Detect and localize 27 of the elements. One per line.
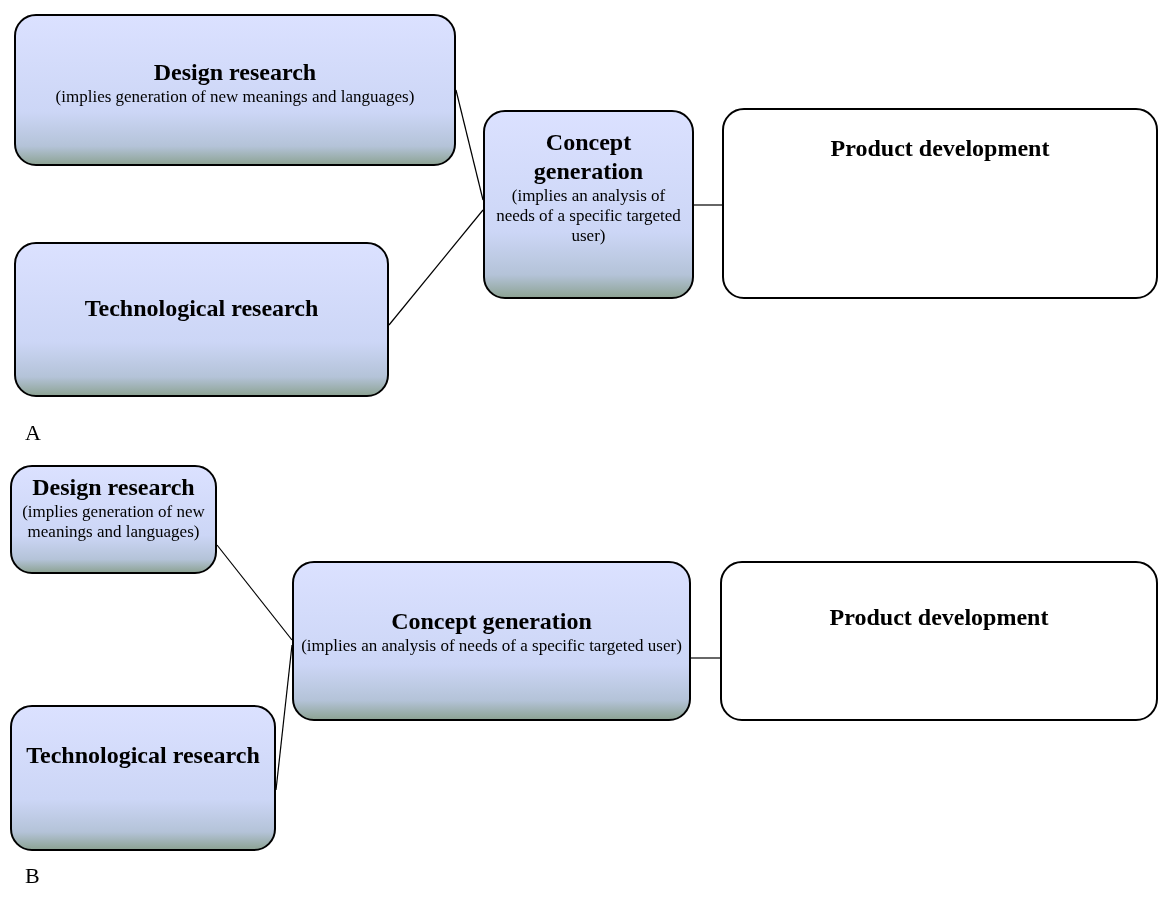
node-description: (implies an analysis of needs of a specific targeted user) bbox=[300, 636, 683, 656]
gradient-box bbox=[483, 110, 694, 299]
node-description: (implies generation of new meanings and languages) bbox=[21, 502, 206, 542]
gradient-box bbox=[14, 14, 456, 166]
panel-label: B bbox=[25, 863, 40, 889]
node-title: Design research bbox=[152, 58, 318, 87]
connector-line bbox=[693, 204, 723, 206]
node-title: Concept generation bbox=[532, 128, 645, 186]
gradient-box bbox=[14, 242, 389, 397]
process-box bbox=[722, 108, 1158, 299]
node-description: (implies generation of new meanings and languages) bbox=[54, 87, 416, 107]
connector-line bbox=[388, 209, 484, 326]
node-title: Technological research bbox=[25, 741, 261, 770]
connector-line bbox=[216, 544, 293, 641]
gradient-box bbox=[292, 561, 691, 721]
node-title: Design research bbox=[31, 473, 196, 502]
node-title: Product development bbox=[829, 134, 1051, 163]
connector-line bbox=[455, 89, 484, 201]
gradient-box bbox=[10, 465, 217, 574]
node-title: Technological research bbox=[83, 294, 320, 323]
panel-label: A bbox=[25, 420, 41, 446]
node-title: Product development bbox=[828, 603, 1050, 632]
connector-line bbox=[690, 657, 721, 659]
process-box bbox=[720, 561, 1158, 721]
node-description: (implies an analysis of needs of a specific targeted user) bbox=[495, 186, 682, 246]
node-title: Concept generation bbox=[390, 607, 593, 636]
gradient-box bbox=[10, 705, 276, 851]
